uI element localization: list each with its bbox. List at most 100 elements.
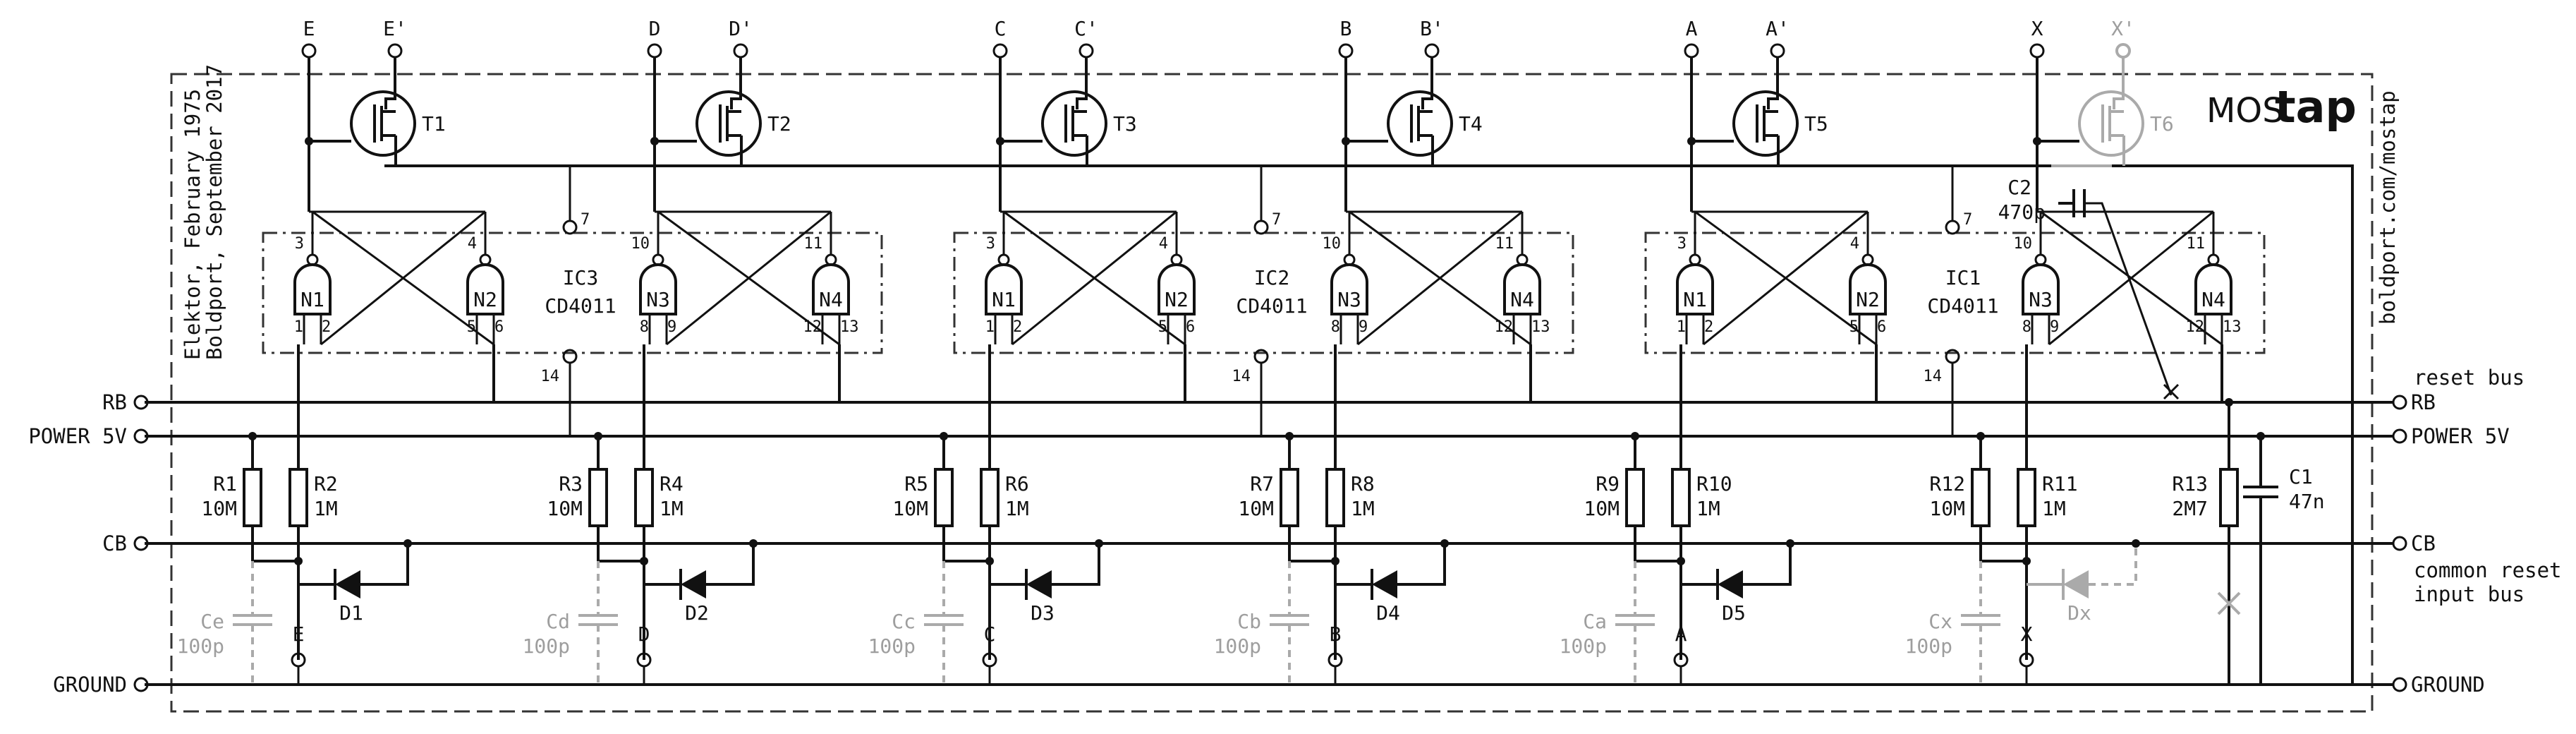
terminal-prime-label: E'	[383, 17, 407, 40]
terminal-prime-label: X'	[2111, 17, 2135, 40]
pin-number: 6	[494, 318, 504, 336]
cap-name: Cx	[1928, 610, 1952, 633]
pin-number: 8	[1331, 318, 1340, 336]
junction-dot	[640, 557, 648, 565]
cross-coupling	[1694, 210, 1877, 346]
junction-dot	[248, 432, 257, 440]
nand-input-leads	[1339, 314, 1359, 344]
junction-dot	[294, 557, 303, 565]
cap-value: 100p	[1560, 634, 1607, 658]
junction-dot	[1331, 557, 1339, 565]
resistor-body	[634, 468, 654, 527]
transistor-source-bus	[384, 164, 2354, 685]
resistor-name: R1	[213, 472, 237, 495]
credit-url: boldport.com/mostap	[2376, 90, 2400, 325]
junction-dot	[2033, 137, 2041, 145]
nand-output-bubble	[479, 253, 492, 266]
pin-number: 3	[1677, 235, 1687, 253]
ic1-package	[1644, 231, 2266, 354]
pin-number: 6	[1186, 318, 1195, 336]
terminal-prime	[387, 43, 403, 59]
cross-coupling	[2040, 210, 2223, 346]
diode-symbol	[1372, 570, 1397, 598]
nand-input-leads	[1858, 314, 1878, 344]
transistor-gate-lead	[730, 57, 742, 109]
pin-number: 8	[640, 318, 649, 336]
ic-label: IC2	[1254, 266, 1290, 289]
junction-dot	[1095, 539, 1103, 548]
junction-dot	[403, 539, 412, 548]
resistor-body	[588, 468, 608, 527]
rail-ground-label-right: GROUND	[2411, 673, 2485, 697]
terminal-label: E	[303, 17, 315, 40]
rail-rb-label-right: RB	[2411, 390, 2436, 414]
drain-wire	[2036, 57, 2079, 143]
resistor-value: 1M	[1696, 497, 1720, 520]
transistor-leads	[2110, 110, 2124, 137]
ic-label: IC1	[1945, 266, 1981, 289]
output-label: C	[984, 622, 996, 646]
transistor-body	[2078, 90, 2144, 157]
diode-label: D4	[1376, 601, 1400, 625]
c2-value: 470p	[1998, 200, 2046, 224]
diode-label: Dx	[2067, 601, 2091, 625]
diode-lead-right	[360, 543, 409, 586]
nand-label: N1	[992, 288, 1016, 311]
cross-coupling	[1349, 210, 1531, 346]
mostap-logo: MOS tap	[2206, 81, 2357, 133]
transistor-leads	[382, 110, 396, 137]
nand-output-bubble	[1689, 253, 1701, 266]
pin7-ground	[1253, 219, 1269, 235]
nand-label: N4	[2201, 288, 2225, 311]
r13-name: R13	[2172, 472, 2208, 495]
ic-part-label: CD4011	[545, 294, 616, 318]
resistor-value: 1M	[1005, 497, 1029, 520]
terminal-prime-label: B'	[1420, 17, 1444, 40]
pin-number: 9	[2050, 318, 2059, 336]
transistor-leads	[727, 110, 741, 137]
transistor-gate-lead	[1767, 57, 1779, 109]
diode-symbol	[1026, 570, 1052, 598]
nand-label: N4	[1510, 288, 1534, 311]
resistor-name: R4	[660, 472, 684, 495]
junction-dot	[2225, 398, 2233, 407]
cap-name: Ca	[1583, 610, 1607, 633]
drain-wire	[1344, 57, 1388, 143]
diode-label: D2	[685, 601, 709, 625]
nand-input-leads	[821, 314, 841, 344]
transistor-leads	[1073, 110, 1087, 137]
resistor-body	[288, 468, 308, 527]
resistor-value: 1M	[660, 497, 684, 520]
cross-coupling	[1003, 210, 1186, 346]
pin-number: 9	[667, 318, 676, 336]
pin-number: 13	[2223, 318, 2242, 336]
rails: RB POWER 5V CB GROUND RB POWER 5V CB GRO…	[28, 390, 2509, 697]
pin-number: 2	[322, 318, 331, 336]
removed-mark	[2217, 591, 2241, 615]
terminal-label: B	[1340, 17, 1352, 40]
resistor-body	[1971, 468, 1991, 527]
cross-coupling	[312, 210, 494, 346]
resistor-value: 10M	[1584, 497, 1620, 520]
resistor-name: R6	[1005, 472, 1029, 495]
pin-number: 3	[295, 235, 304, 253]
pin-number: 4	[1850, 235, 1859, 253]
output-label: E	[293, 622, 305, 646]
nand-label: N1	[1683, 288, 1707, 311]
r13-body	[2219, 468, 2239, 527]
terminal-B	[1338, 43, 1354, 59]
transistor-label: T2	[767, 112, 791, 136]
diode-label: D3	[1031, 601, 1055, 625]
resistor-value: 10M	[1238, 497, 1274, 520]
diode-symbol	[681, 570, 706, 598]
cap-value: 100p	[177, 634, 224, 658]
terminal-prime	[733, 43, 748, 59]
resistor-value: 10M	[547, 497, 583, 520]
reset-bus-note: reset bus	[2414, 366, 2525, 390]
junction-dot	[2256, 432, 2265, 440]
ic-label: IC3	[563, 266, 599, 289]
terminal-label: C	[995, 17, 1007, 40]
pin14-label: 14	[1924, 368, 1943, 385]
